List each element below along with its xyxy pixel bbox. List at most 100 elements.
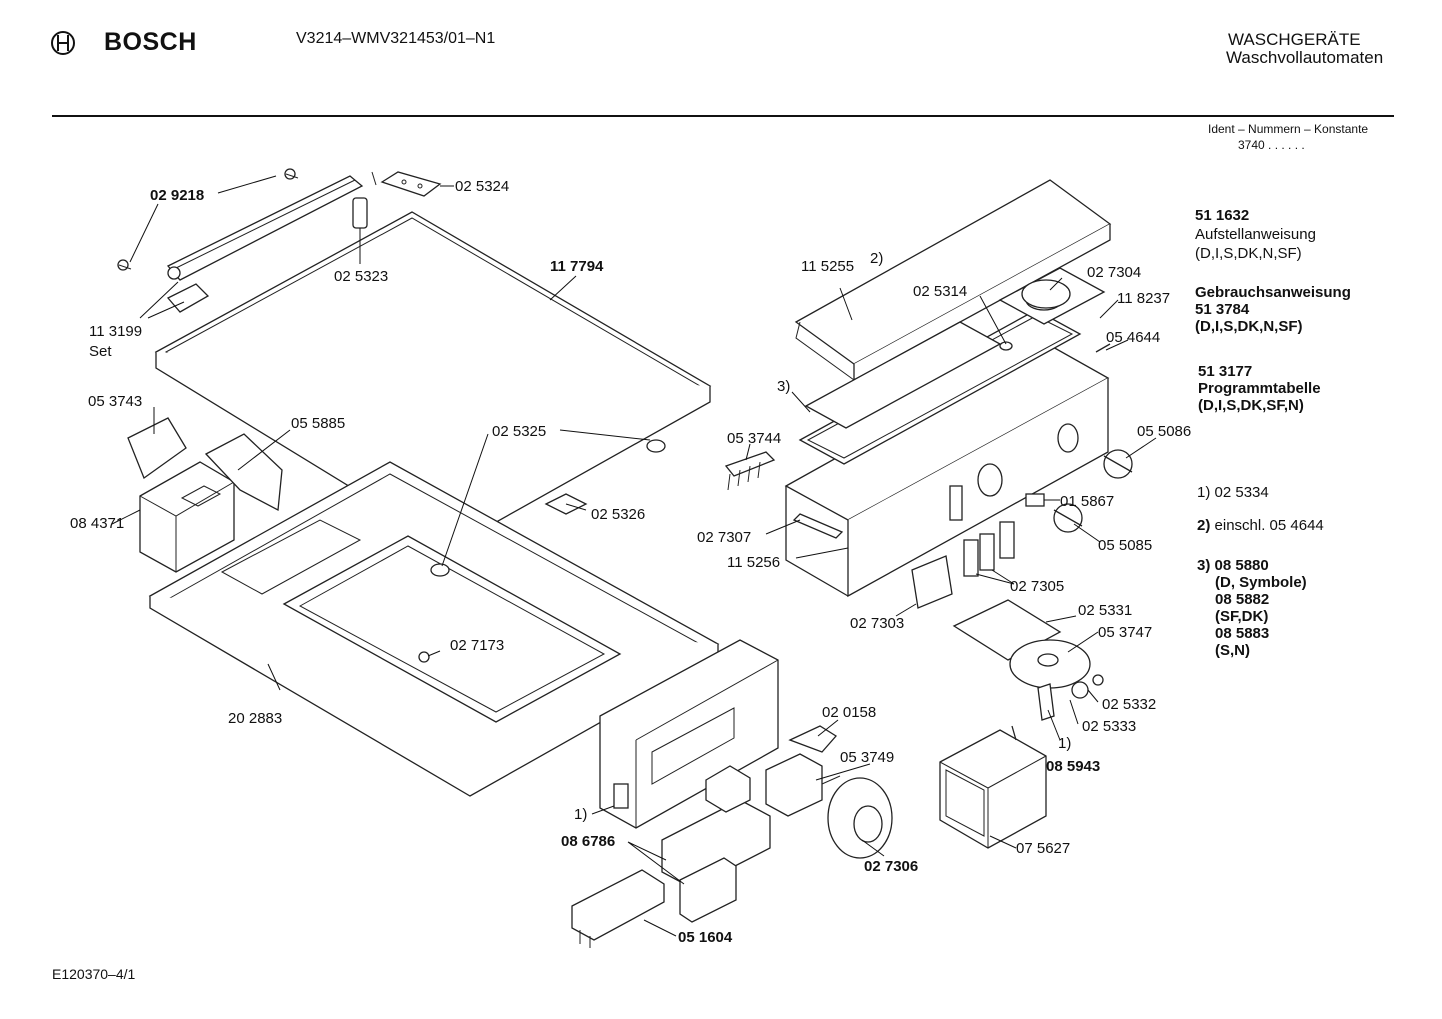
leader-lines (111, 175, 1157, 937)
part-label-075627: 07 5627 (1016, 840, 1070, 857)
part-label-053743: 05 3743 (88, 393, 142, 410)
brand-name: BOSCH (104, 28, 197, 56)
footnote-3-line6: (S,N) (1215, 642, 1250, 659)
part-label-054644: 05 4644 (1106, 329, 1160, 346)
part-label-113199: 11 3199 (89, 323, 142, 340)
detergent-housing (139, 461, 235, 573)
part-label-025331: 02 5331 (1078, 602, 1132, 619)
base-frame (148, 461, 720, 797)
ident-label: Ident – Nummern – Konstante (1208, 122, 1369, 136)
part-label-025333: 02 5333 (1082, 718, 1136, 735)
note-program-title: Programmtabelle (1198, 380, 1321, 397)
switch-cover (788, 725, 837, 753)
notes-program: 51 3177 Programmtabelle (D,I,S,DK,SF,N) (1198, 363, 1321, 414)
note-program-number: 51 3177 (1198, 363, 1253, 380)
part-label-027304: 02 7304 (1087, 264, 1141, 281)
part-label-086786: 08 6786 (561, 833, 615, 850)
part-label-025314: 02 5314 (913, 283, 967, 300)
part-label-085943: 08 5943 (1046, 758, 1100, 775)
part-label-025324: 02 5324 (455, 178, 509, 195)
program-timer (939, 725, 1047, 849)
axle-pin (1095, 343, 1111, 353)
contact-strip (724, 451, 776, 491)
part-label-053749: 05 3749 (840, 749, 894, 766)
slider-strip (792, 513, 844, 539)
footnote-3-line5: 08 5883 (1215, 625, 1270, 642)
control-bracket (599, 639, 779, 829)
category-line2: Waschvollautomaten (1226, 48, 1384, 67)
part-labels: 02 9218 02 5324 02 5323 11 7794 11 3199 … (70, 178, 1191, 946)
category-line1: WASCHGERÄTE (1228, 30, 1361, 49)
screw-icon (117, 168, 299, 271)
footnote-3-line3: 08 5882 (1215, 591, 1270, 608)
part-label-053747: 05 3747 (1098, 624, 1152, 641)
note-manual-number: 51 3784 (1195, 301, 1250, 318)
footnote-2: 2) einschl. 05 4644 (1197, 517, 1324, 534)
part-label-084371: 08 4371 (70, 515, 124, 532)
part-label-set: Set (89, 343, 112, 360)
hinge-bracket (380, 171, 442, 197)
footnote-2-text: 2) einschl. 05 4644 (1197, 517, 1324, 534)
bosch-logo (48, 28, 78, 63)
part-label-020158: 02 0158 (822, 704, 876, 721)
worktop-lid (154, 211, 712, 549)
part-label-footnote-2: 2) (870, 250, 883, 267)
part-label-055885: 05 5885 (291, 415, 345, 432)
glass-panel (794, 179, 1112, 382)
part-label-029218: 02 9218 (150, 187, 204, 204)
clip (352, 197, 368, 229)
lamp-holder (1025, 493, 1045, 507)
bosch-armature-icon (51, 31, 75, 55)
notes-panel: 51 1632 Aufstellanweisung (D,I,S,DK,N,SF… (1195, 207, 1316, 262)
note-installation-langs: (D,I,S,DK,N,SF) (1195, 245, 1302, 262)
note-installation-title: Aufstellanweisung (1195, 226, 1316, 243)
part-label-027305: 02 7305 (1010, 578, 1064, 595)
part-label-055086: 05 5086 (1137, 423, 1191, 440)
footnote-3-line1: 3) 08 5880 (1197, 557, 1269, 574)
note-installation-number: 51 1632 (1195, 207, 1250, 224)
selector-cap (1021, 279, 1071, 309)
footnote-2-marker: 2) (1197, 517, 1211, 534)
footnote-1: 1) 02 5334 (1197, 484, 1269, 501)
header-rule (52, 115, 1394, 117)
footnote-3-line2: (D, Symbole) (1215, 574, 1307, 591)
part-label-117794: 11 7794 (550, 258, 604, 275)
part-label-025326: 02 5326 (591, 506, 645, 523)
part-label-015867: 01 5867 (1060, 493, 1114, 510)
model-code: V3214–WMV321453/01–N1 (296, 30, 496, 47)
connector-block (679, 857, 737, 923)
note-manual-title: Gebrauchsanweisung (1195, 284, 1351, 301)
part-label-025323: 02 5323 (334, 268, 388, 285)
timer-bracket (952, 599, 1104, 699)
note-program-langs: (D,I,S,DK,SF,N) (1198, 397, 1304, 414)
control-panel-fascia (784, 341, 1110, 598)
part-label-footnote-1-left: 1) (574, 806, 587, 823)
footnote-2-body: einschl. 05 4644 (1214, 517, 1324, 534)
footnote-1-text: 1) 02 5334 (1197, 484, 1269, 501)
part-label-025325: 02 5325 (492, 423, 546, 440)
part-label-115255: 11 5255 (801, 258, 854, 275)
part-label-027173: 02 7173 (450, 637, 504, 654)
part-label-055085: 05 5085 (1098, 537, 1152, 554)
notes-manual: Gebrauchsanweisung 51 3784 (D,I,S,DK,N,S… (1195, 284, 1351, 335)
part-label-025332: 02 5332 (1102, 696, 1156, 713)
footnote-3: 3) 08 5880 (D, Symbole) 08 5882 (SF,DK) … (1197, 557, 1307, 659)
part-label-footnote-3: 3) (777, 378, 790, 395)
drawing-code: E120370–4/1 (52, 966, 136, 982)
contact-spring (1037, 683, 1055, 721)
switch-strip (571, 869, 665, 948)
indicator-lens (999, 341, 1013, 351)
part-label-027303: 02 7303 (850, 615, 904, 632)
part-label-202883: 20 2883 (228, 710, 282, 727)
part-label-118237: 11 8237 (1117, 290, 1170, 307)
drawer-cover (127, 417, 187, 480)
part-label-027306: 02 7306 (864, 858, 918, 875)
note-manual-langs: (D,I,S,DK,N,SF) (1195, 318, 1303, 335)
part-label-053744: 05 3744 (727, 430, 781, 447)
rotary-switch (765, 753, 841, 817)
footnote-3-line4: (SF,DK) (1215, 608, 1269, 625)
part-label-footnote-1-right: 1) (1058, 735, 1071, 752)
ident-value: 3740 . . . . . . (1238, 138, 1305, 152)
push-keys (911, 521, 1015, 609)
